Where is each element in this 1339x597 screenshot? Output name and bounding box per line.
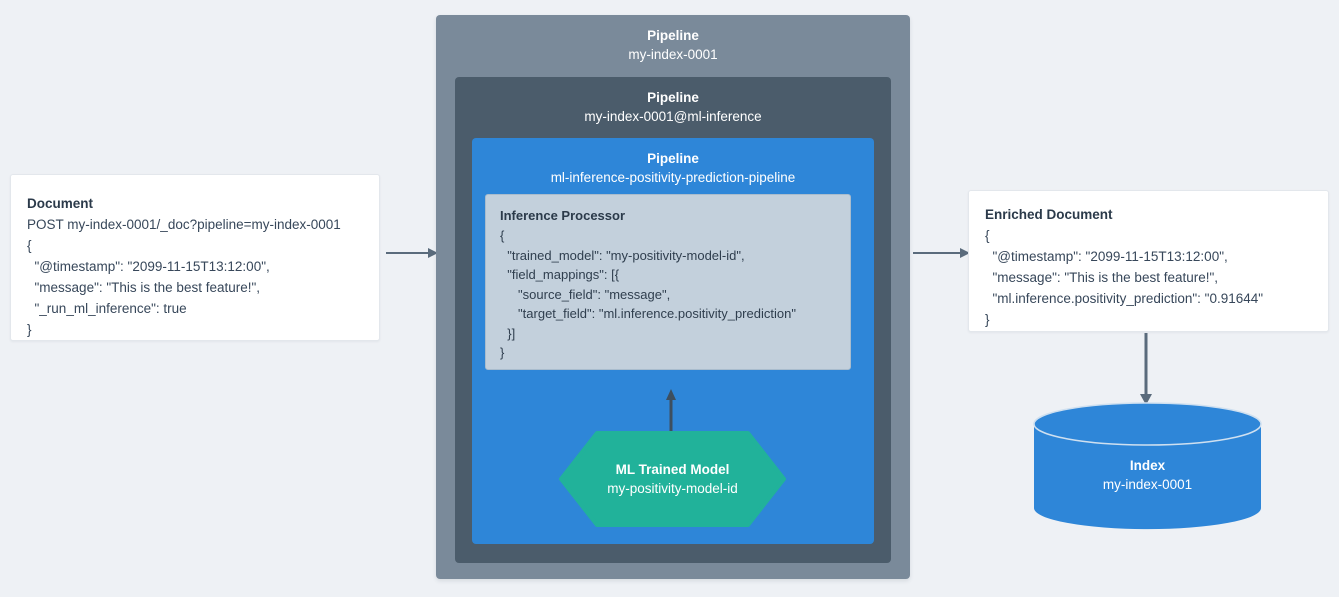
enriched-code-line: { [985,228,990,243]
inference-processor-code-line: "source_field": "message", [500,286,671,302]
document-code-line: "message": "This is the best feature!", [27,280,261,295]
document-code-line: } [27,322,32,337]
ml-trained-model-text: ML Trained Model my-positivity-model-id [559,431,786,527]
ml-trained-model-hexagon: ML Trained Model my-positivity-model-id [559,431,786,527]
document-code-line: { [27,238,32,253]
index-cylinder-text: Index my-index-0001 [1033,456,1262,495]
inference-processor-code-line: }] [500,325,516,341]
pipeline-outer-header: Pipeline my-index-0001 [436,15,910,65]
ml-trained-model-value: my-positivity-model-id [607,480,738,496]
inference-processor-code-line: "field_mappings": [{ [500,267,620,282]
document-card: Document POST my-index-0001/_doc?pipelin… [10,174,380,341]
document-code-line: "@timestamp": "2099-11-15T13:12:00", [27,259,270,274]
inference-processor-code-line: "trained_model": "my-positivity-model-id… [500,247,745,263]
enriched-code-line: "ml.inference.positivity_prediction": "0… [985,291,1264,306]
document-code-line: POST my-index-0001/_doc?pipeline=my-inde… [27,217,341,232]
inference-processor-code-line: } [500,345,505,360]
enriched-document-title: Enriched Document [985,207,1113,222]
enriched-code-line: } [985,312,990,327]
index-value: my-index-0001 [1102,477,1193,492]
inference-processor-panel: Inference Processor { "trained_model": "… [485,194,851,370]
arrow-enriched-to-index-icon [1138,333,1154,405]
inference-processor-code-line: { [500,228,505,243]
pipeline-inner-label: Pipeline [647,151,699,166]
arrow-document-to-pipeline-icon [386,245,438,261]
index-label: Index [1129,458,1166,473]
inference-processor-title: Inference Processor [500,208,626,223]
document-card-title: Document [27,196,94,211]
ml-trained-model-label: ML Trained Model [615,461,730,477]
pipeline-middle-label: Pipeline [647,90,699,105]
pipeline-outer-label: Pipeline [647,28,699,43]
enriched-code-line: "@timestamp": "2099-11-15T13:12:00", [985,249,1228,264]
arrow-pipeline-to-enriched-icon [913,245,970,261]
index-cylinder: Index my-index-0001 [1033,402,1262,530]
pipeline-middle-header: Pipeline my-index-0001@ml-inference [455,77,891,127]
pipeline-inner-header: Pipeline ml-inference-positivity-predict… [472,138,874,188]
pipeline-outer-value: my-index-0001 [628,47,718,62]
enriched-code-line: "message": "This is the best feature!", [985,270,1219,285]
pipeline-inner-value: ml-inference-positivity-prediction-pipel… [550,170,796,185]
arrow-model-to-processor-icon [663,389,679,437]
pipeline-middle-value: my-index-0001@ml-inference [584,109,762,124]
inference-processor-code-line: "target_field": "ml.inference.positivity… [500,306,796,321]
enriched-document-card: Enriched Document { "@timestamp": "2099-… [968,190,1329,332]
document-code-line: "_run_ml_inference": true [27,301,187,316]
